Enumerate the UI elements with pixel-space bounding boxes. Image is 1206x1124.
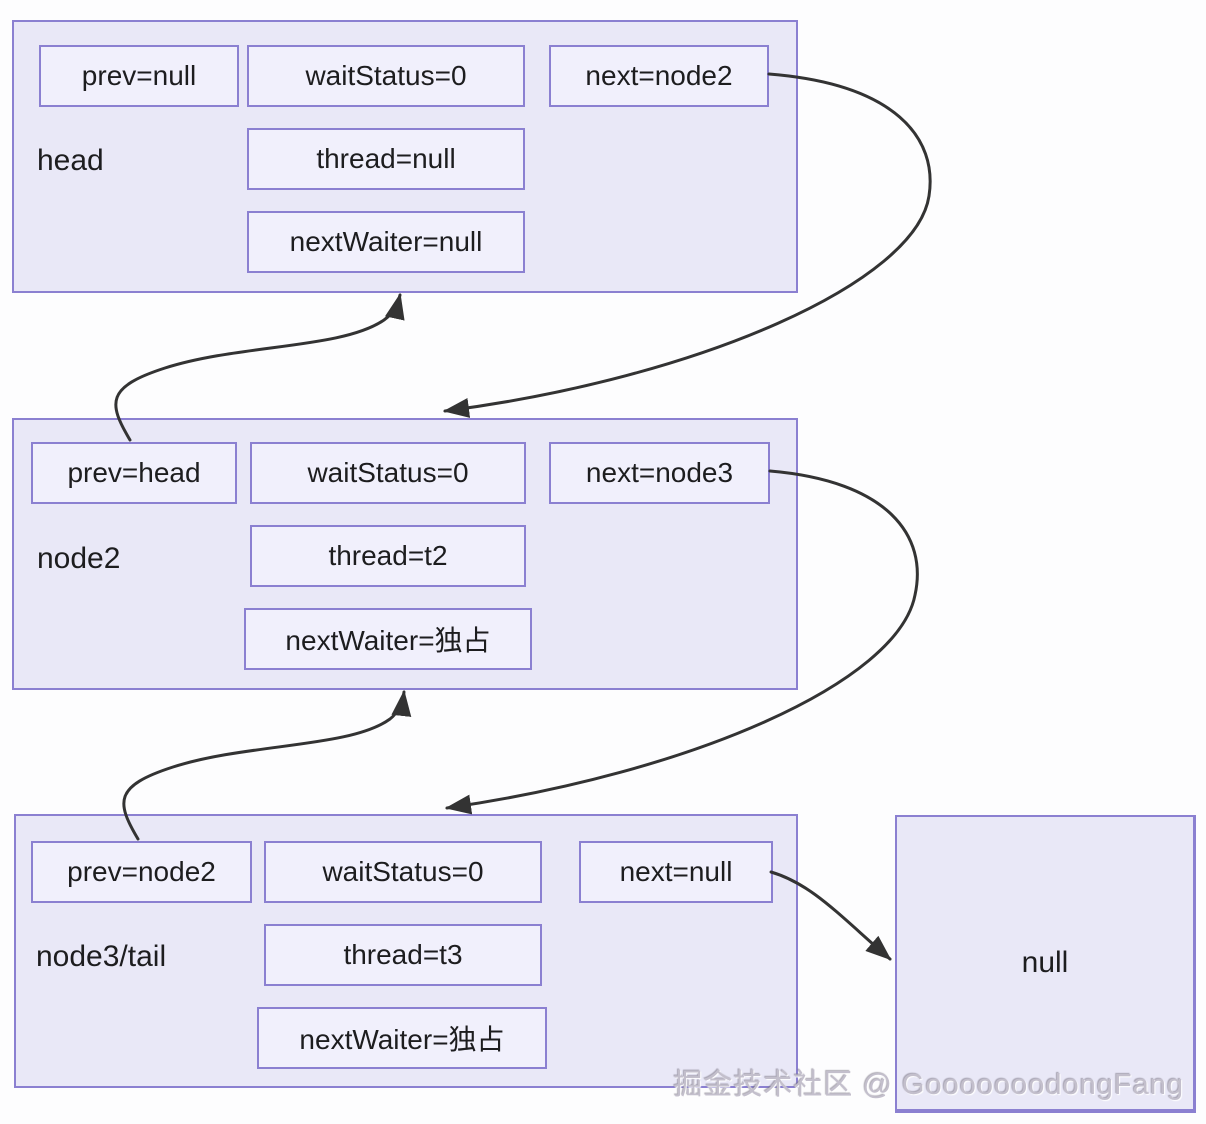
node-head: prev=null waitStatus=0 next=node2 thread… [12, 20, 798, 293]
field-nextwaiter: nextWaiter=独占 [244, 608, 532, 670]
field-nextwaiter: nextWaiter=独占 [257, 1007, 547, 1069]
node-node2: prev=head waitStatus=0 next=node3 thread… [12, 418, 798, 690]
field-next: next=node2 [549, 45, 769, 107]
field-waitstatus: waitStatus=0 [250, 442, 526, 504]
field-thread: thread=null [247, 128, 525, 190]
field-nextwaiter: nextWaiter=null [247, 211, 525, 273]
node-label-head: head [37, 144, 104, 177]
field-waitstatus: waitStatus=0 [264, 841, 542, 903]
node-label-node3-tail: node3/tail [36, 940, 167, 973]
field-prev: prev=null [39, 45, 239, 107]
field-next: next=node3 [549, 442, 770, 504]
watermark: 掘金技术社区 @ GooooooodongFang [673, 1069, 1184, 1101]
field-thread: thread=t3 [264, 924, 542, 986]
field-next: next=null [579, 841, 773, 903]
node-label-node2: node2 [37, 542, 121, 575]
null-box: null [895, 815, 1196, 1113]
field-waitstatus: waitStatus=0 [247, 45, 525, 107]
field-prev: prev=head [31, 442, 237, 504]
null-box-label: null [1021, 946, 1069, 979]
field-prev: prev=node2 [31, 841, 252, 903]
field-thread: thread=t2 [250, 525, 526, 587]
node-node3-tail: prev=node2 waitStatus=0 next=null thread… [14, 814, 798, 1088]
